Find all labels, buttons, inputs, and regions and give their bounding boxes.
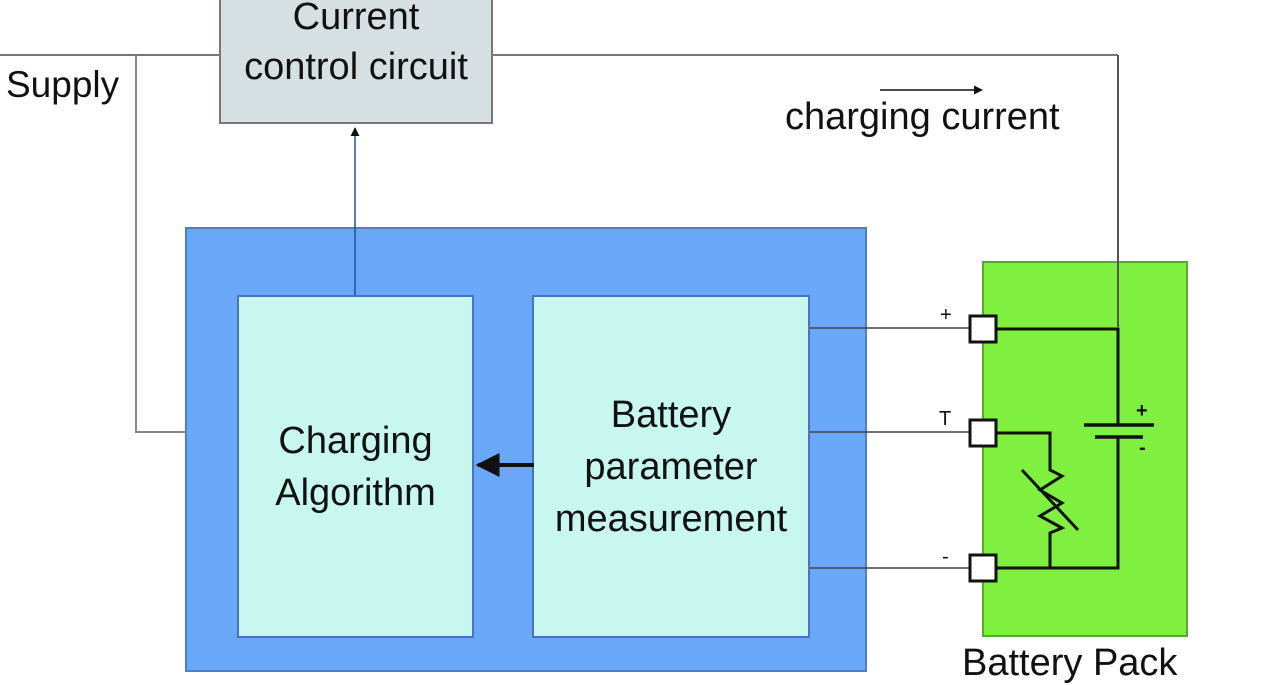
cell-plus-label: + (1136, 400, 1148, 422)
plus-terminal (968, 314, 998, 344)
measurement-line2: parameter (584, 445, 758, 488)
thermistor-slash (1020, 468, 1080, 532)
current-control-circuit-block: Current control circuit (219, 0, 493, 124)
thermistor-wire (996, 431, 1066, 568)
temp-terminal-label: T (939, 408, 952, 430)
charging-algorithm-line2: Algorithm (275, 471, 436, 514)
measurement-line1: Battery (610, 393, 732, 436)
supply-label: Supply (6, 64, 120, 105)
cell-minus-wire (996, 437, 1120, 570)
plus-terminal-label: + (940, 304, 952, 326)
charging-algorithm-block: Charging Algorithm (237, 295, 474, 638)
measurement-line3: measurement (554, 497, 788, 540)
current-control-line2: control circuit (244, 46, 468, 88)
cell-plus-wire (996, 327, 1120, 424)
battery-pack-label: Battery Pack (962, 642, 1178, 684)
charging-algorithm-line1: Charging (278, 419, 433, 462)
supply-feed-line (135, 55, 185, 433)
minus-terminal (968, 553, 998, 583)
battery-pack-block (982, 261, 1188, 637)
temp-terminal (968, 418, 998, 448)
current-control-line1: Current (292, 0, 420, 38)
minus-terminal-label: - (942, 546, 949, 568)
charging-current-label: charging current (785, 96, 1060, 138)
cell-minus-label: - (1139, 437, 1146, 459)
